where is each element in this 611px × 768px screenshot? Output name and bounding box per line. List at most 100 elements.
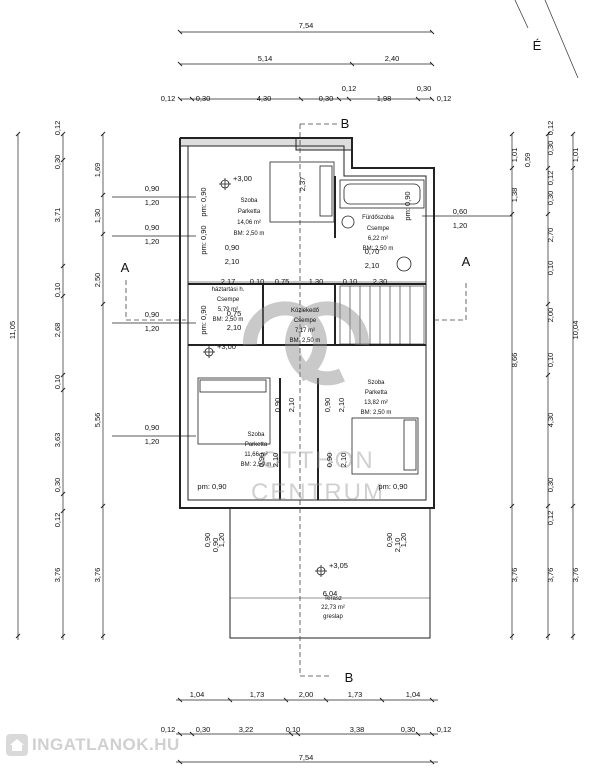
dim-right-a: 8,66 [510,353,519,368]
room-floor: Parketta [238,209,261,215]
dim-bottom2: 0,12 [161,725,176,734]
outer-walls [179,137,435,509]
dim-left-b: 1,69 [93,163,102,178]
dim-bottom1: 1,04 [190,690,205,699]
room-name: Fürdőszoba [362,215,394,221]
parapet-height: pm: 0,90 [199,187,208,216]
dim-right-a: 0,59 [523,153,532,168]
level-marker: +3,00 [217,342,236,351]
door-size: 2,10 [287,398,296,413]
dim-top3: 0,30 [319,94,334,103]
dim-bottom2: 0,30 [401,725,416,734]
dim-right-a: 1,01 [510,148,519,163]
dim-left-b: 2,50 [93,273,102,288]
dim-right-b: 0,12 [546,171,555,186]
room-area: 5,79 m² [218,307,238,313]
door-size: 2,37 [298,177,307,192]
window-size: 1,20 [145,237,160,246]
room-floor: Csempe [294,318,317,324]
room-area: 7,17 m² [295,328,315,334]
dim-left-outer: 11,05 [8,321,17,339]
dim-bottom1: 1,73 [348,690,363,699]
staircase [339,285,425,345]
dim-left-b: 1,30 [93,209,102,224]
dim-left-a: 3,76 [53,568,62,583]
watermark-logo: OTTHON CENTRUM [242,301,385,506]
dim-left-a: 0,30 [53,478,62,493]
room-floor: Parketta [365,390,388,396]
door-size: 2,10 [271,453,280,468]
section-b-top: B [341,116,350,131]
inner-dim: 2,30 [373,277,388,286]
door-size: 0,90 [273,398,282,413]
north-arrow [514,0,579,79]
dim-right-b: 0,30 [546,478,555,493]
room-floor: Csempe [367,226,390,232]
dim-left-b: 5,56 [93,413,102,428]
parapet-height: pm: 0,90 [199,225,208,254]
north-label: É [533,38,542,53]
dim-bottom1: 2,00 [299,690,314,699]
window-size: 0,90 [145,310,160,319]
door-size: 0,90 [225,243,240,252]
room-name: Szoba [367,380,385,386]
window-size: 0,90 [385,533,394,548]
window-size: 1,20 [399,533,408,548]
inner-dim: 0,10 [343,277,358,286]
dim-top3: 4,30 [257,94,272,103]
parapet-height: pm: 0,90 [378,482,407,491]
window-size: 0,90 [203,533,212,548]
bed-2 [351,417,419,475]
room-floor: Csempe [217,297,240,303]
dim-left-a: 0,10 [53,283,62,298]
inner-dim: 0,10 [250,277,265,286]
room-height: BM: 2,50 m [290,338,321,344]
room-area: 14,06 m² [237,220,261,226]
room-floor: greslap [323,614,343,620]
dim-left-a: 0,30 [53,155,62,170]
section-a-right: A [462,254,471,269]
window-size: 0,90 [145,223,160,232]
door-size: 2,10 [337,398,346,413]
dim-left-a: 0,12 [53,513,62,528]
door-size: 0,90 [211,538,220,553]
door-size: 2,10 [393,538,402,553]
dim-right-a: 1,38 [510,188,519,203]
window-size: 1,20 [217,533,226,548]
dim-right-b: 0,30 [546,141,555,156]
dim-top3: 0,12 [161,94,176,103]
level-marker: +3,05 [329,561,348,570]
watermark-line-2: CENTRUM [251,479,385,506]
interior-walls [188,176,426,500]
source-badge: INGATLANOK.HU [6,730,180,760]
dim-right-b: 0,12 [546,511,555,526]
room-name: Szoba [247,432,265,438]
bathtub [339,179,425,209]
terrace [229,507,431,639]
window-size: 0,90 [145,423,160,432]
room-height: BM: 2,50 m [241,462,272,468]
terrace-width: 6,04 [323,589,338,598]
bed-3 [197,377,271,445]
dim-right-outer: 10,04 [571,321,580,340]
dim-left-a: 0,12 [53,121,62,136]
door-size: 2,10 [225,257,240,266]
dim-right-b: 3,76 [546,568,555,583]
dim-bottom2: 0,12 [437,725,452,734]
room-area: 11,66 m² [244,452,267,458]
window-size: 1,20 [453,221,468,230]
watermark-line-1: OTTHON [261,447,374,474]
window-size: 1,20 [145,437,160,446]
room-height: BM: 2,50 m [361,410,392,416]
room-name: háztartási h. [212,287,245,293]
bed-1 [269,161,335,223]
dim-right-b: 0,10 [546,353,555,368]
door-size: 0,90 [257,453,266,468]
dim-top-b: 2,40 [385,54,400,63]
door-size: 0,75 [227,309,242,318]
dim-bottom1: 1,73 [250,690,265,699]
dim-right-b: 0,30 [546,191,555,206]
room-name: Szoba [240,198,258,204]
dim-right-b: 2,70 [546,228,555,243]
